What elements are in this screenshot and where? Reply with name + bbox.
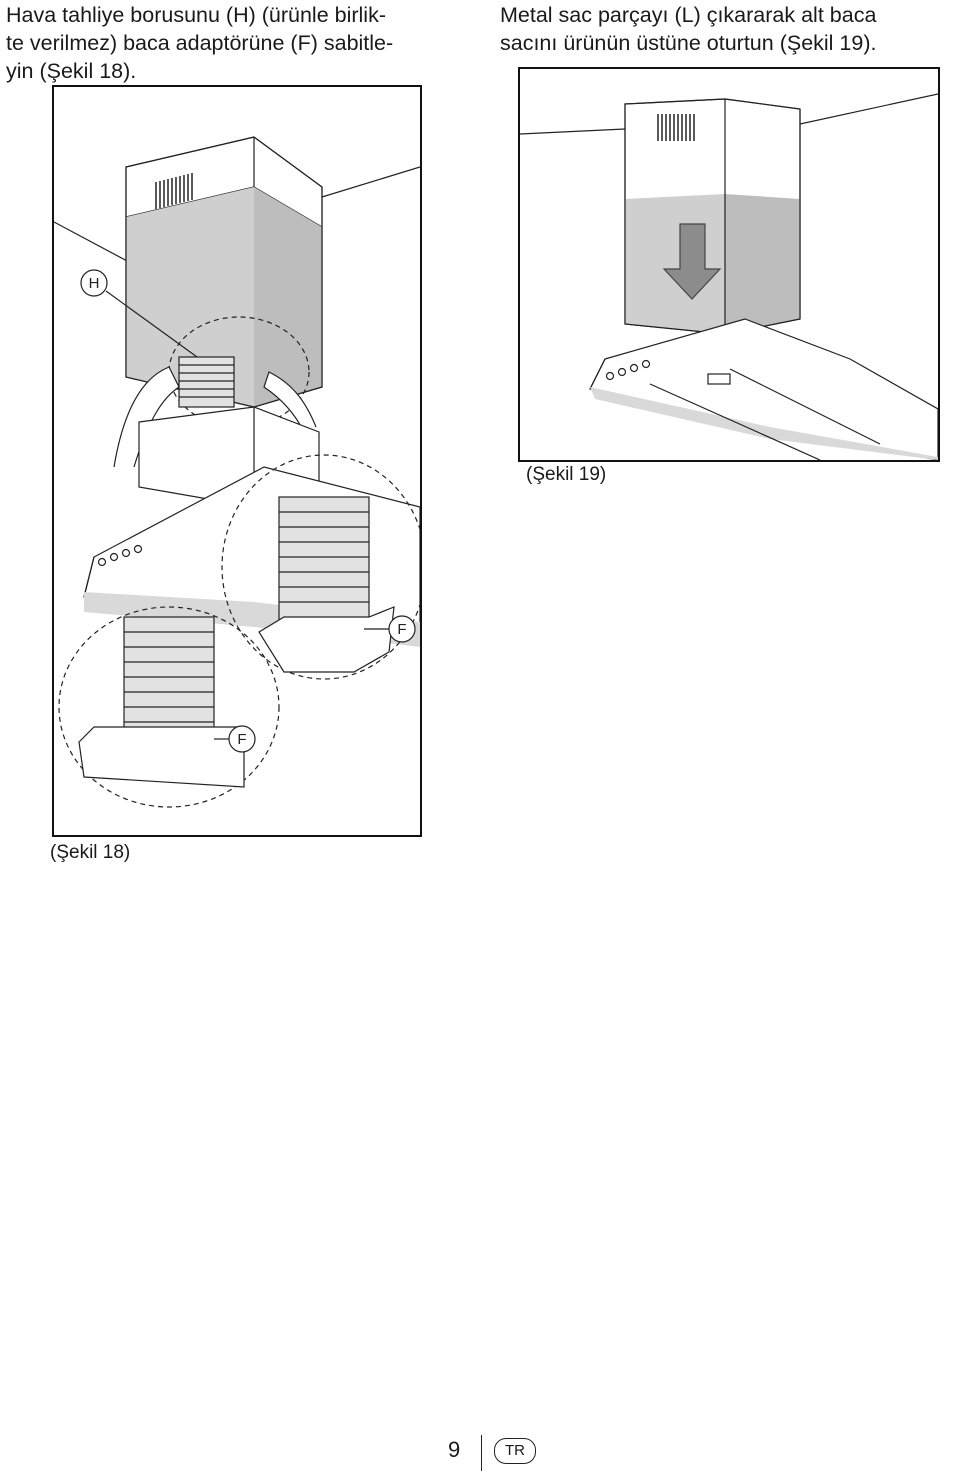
instruction-right-line-1: Metal sac parçayı (L) çıkararak alt baca	[500, 3, 877, 27]
chimney-panel-side	[254, 187, 322, 407]
instruction-right-line-2: sacını ürünün üstüne oturtun (Şekil 19).	[500, 31, 877, 55]
chimney-panel-side	[725, 194, 800, 334]
flexible-duct-upper	[178, 356, 235, 408]
callout-h-label: H	[89, 275, 100, 292]
ceiling-edge	[799, 93, 938, 125]
instruction-left: Hava tahliye borusunu (H) (ürünle birlik…	[6, 1, 476, 85]
footer-divider	[481, 1435, 482, 1471]
hand-right	[263, 371, 317, 433]
hood-canopy	[589, 318, 938, 460]
wall-edge	[54, 221, 130, 263]
ceiling-edge	[321, 166, 420, 198]
instruction-right: Metal sac parçayı (L) çıkararak alt baca…	[500, 1, 960, 57]
vent-slots	[155, 173, 193, 209]
instruction-left-line-2: te verilmez) baca adaptörüne (F) sabitle…	[6, 31, 394, 55]
flexible-duct-right	[278, 496, 370, 628]
control-knobs	[97, 544, 143, 567]
detail-circle-right	[221, 454, 420, 680]
figure-18-duct-installation: H F F	[52, 85, 422, 837]
detail-circle-upper	[168, 316, 310, 428]
figure-19-chimney-placement	[518, 67, 940, 462]
language-badge: TR	[494, 1438, 536, 1464]
detail-circle-left	[58, 606, 280, 808]
control-panel	[707, 373, 731, 385]
adapter-f-left	[78, 726, 245, 788]
callout-f-upper-label: F	[397, 621, 406, 638]
figure-19-illustration	[520, 93, 938, 460]
down-arrow	[662, 223, 722, 300]
vent-slots	[657, 114, 695, 141]
page-number: 9	[448, 1437, 461, 1462]
chimney-panel-front	[625, 194, 725, 334]
wall-edge	[520, 128, 626, 135]
figure-18-illustration: H F F	[54, 136, 420, 808]
callout-h-circle	[80, 269, 108, 297]
figure-19-caption: (Şekil 19)	[526, 464, 607, 485]
instruction-left-line-1: Hava tahliye borusunu (H) (ürünle birlik…	[6, 3, 386, 27]
control-knobs	[605, 359, 651, 381]
chimney-panel-front	[126, 187, 254, 407]
figure-18-caption: (Şekil 18)	[50, 842, 131, 863]
instruction-left-line-3: yin (Şekil 18).	[6, 59, 137, 83]
callout-f-lower-label: F	[237, 731, 246, 748]
